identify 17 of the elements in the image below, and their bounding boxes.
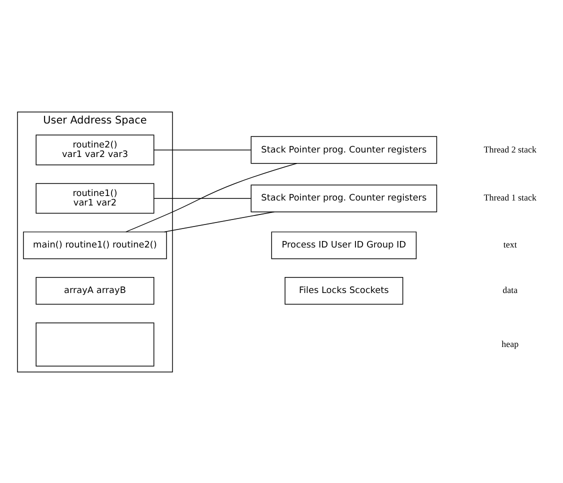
node-box: arrayA arrayB — [36, 276, 154, 304]
label: text — [503, 239, 517, 250]
node-box: Stack Pointer prog. Counter registers — [250, 184, 438, 212]
node-box: Files Locks Scockets — [284, 276, 404, 304]
label: data — [502, 284, 518, 295]
connector — [126, 162, 298, 232]
node-box: routine2() var1 var2 var3 — [36, 134, 154, 165]
node-box: main() routine1() routine2() — [23, 231, 167, 259]
label: Thread 2 stack — [484, 144, 536, 154]
connector — [164, 211, 275, 232]
node-box: Stack Pointer prog. Counter registers — [250, 136, 438, 164]
node-box: Process ID User ID Group ID — [271, 231, 417, 259]
label: heap — [502, 338, 519, 348]
label: Thread 1 stack — [484, 192, 536, 202]
node-box: routine1() var1 var2 — [36, 182, 154, 214]
connector — [154, 149, 252, 150]
node-box — [36, 322, 154, 366]
